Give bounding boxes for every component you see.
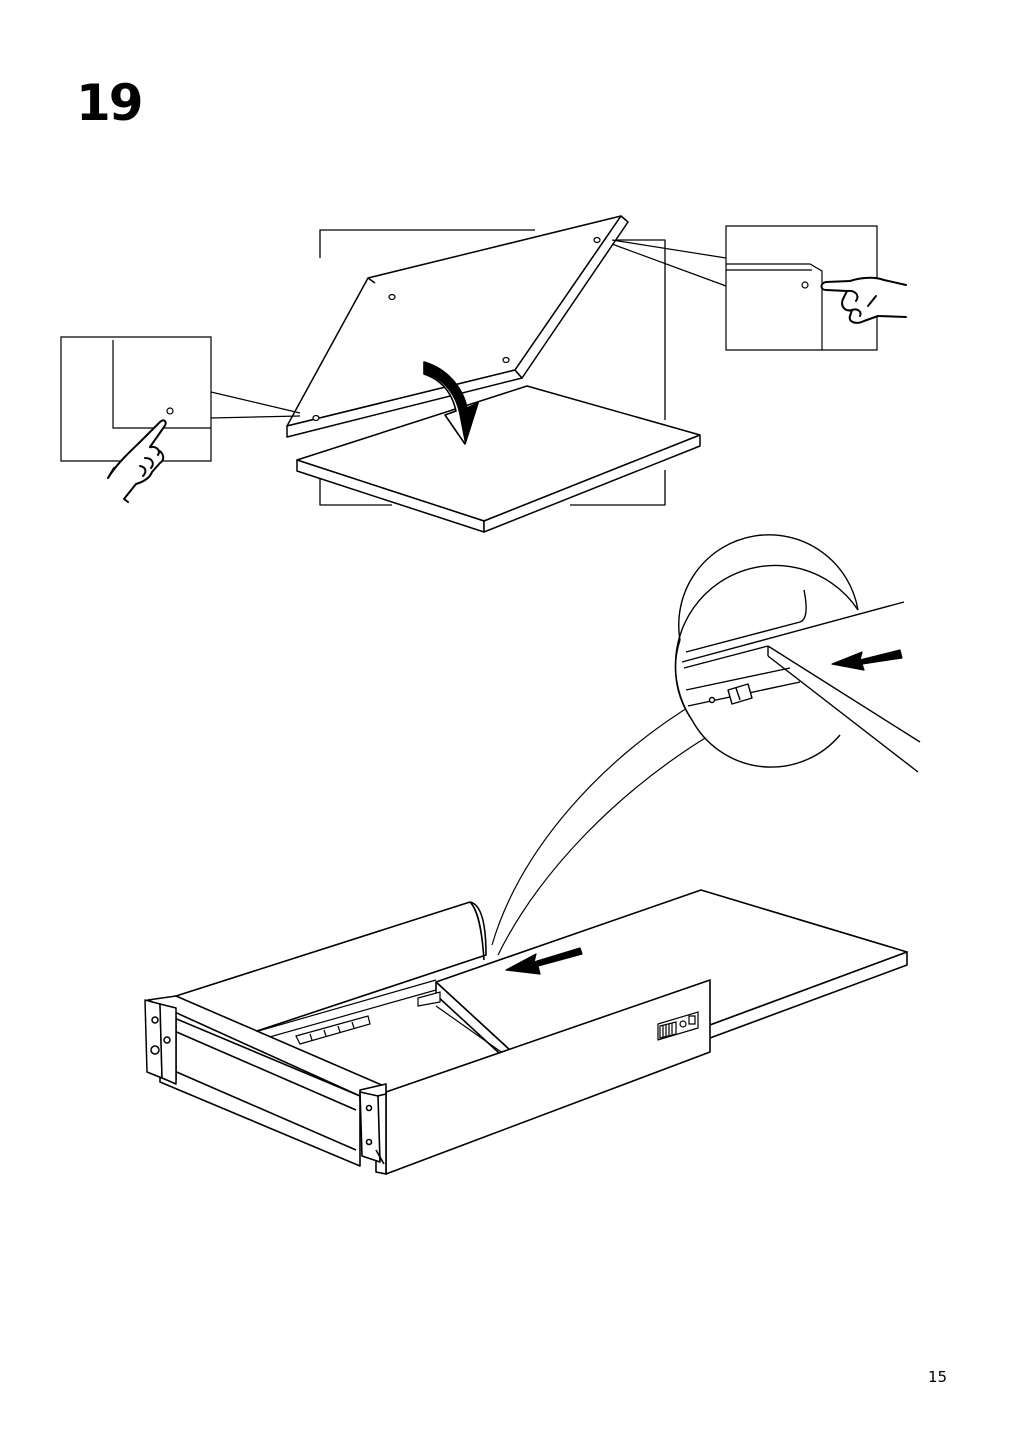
frame-bracket-bottom-left xyxy=(320,478,392,505)
frame-bracket-top-left xyxy=(320,230,535,258)
left-detail-callout xyxy=(61,337,300,461)
drawer-side-wall xyxy=(148,996,384,1166)
panel-holes xyxy=(313,238,600,421)
page-number: 15 xyxy=(928,1368,948,1386)
panel-placement-illustration xyxy=(0,0,1012,560)
step-number: 19 xyxy=(76,74,144,132)
tilted-panel xyxy=(287,216,628,437)
drawer-floor-rails xyxy=(248,980,548,1085)
frame-bracket-top-right xyxy=(610,240,665,420)
drawer-label-icon xyxy=(658,1012,698,1040)
drawer-bottom-panel xyxy=(436,890,907,1098)
base-panel xyxy=(297,386,700,532)
back-bracket xyxy=(145,1000,176,1084)
magnified-detail xyxy=(675,535,920,772)
frame-bracket-bottom-right xyxy=(570,470,665,505)
fold-arrow-icon xyxy=(424,362,478,444)
push-arrow-icon xyxy=(506,948,582,974)
left-pointing-hand-icon xyxy=(108,420,166,502)
drawer-back-wall xyxy=(176,902,486,1034)
drawer-front-panel xyxy=(360,980,710,1174)
detail-callout-lines xyxy=(492,700,710,955)
right-pointing-hand-icon xyxy=(822,278,907,323)
